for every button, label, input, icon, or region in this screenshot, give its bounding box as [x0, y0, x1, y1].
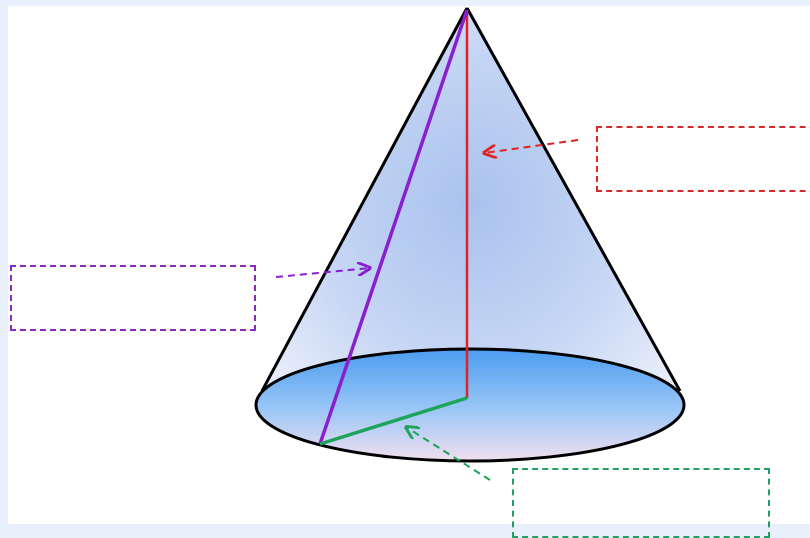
- cone-surface: [262, 8, 680, 445]
- diagram-canvas: [8, 6, 810, 538]
- slant-height-line: [318, 9, 469, 445]
- radius-pointer-arrow: [406, 427, 491, 481]
- radius-label-box[interactable]: [512, 468, 770, 538]
- slant-height-label-box[interactable]: [10, 265, 256, 331]
- height-label-box[interactable]: [596, 126, 810, 192]
- height-pointer-arrow: [484, 139, 579, 153]
- cone-left-edge: [260, 7, 469, 392]
- radius-line: [319, 396, 468, 446]
- cone-base: [254, 347, 686, 463]
- cone-right-edge: [465, 7, 682, 392]
- cone-diagram: [254, 7, 686, 481]
- slant-pointer-arrow: [275, 268, 370, 278]
